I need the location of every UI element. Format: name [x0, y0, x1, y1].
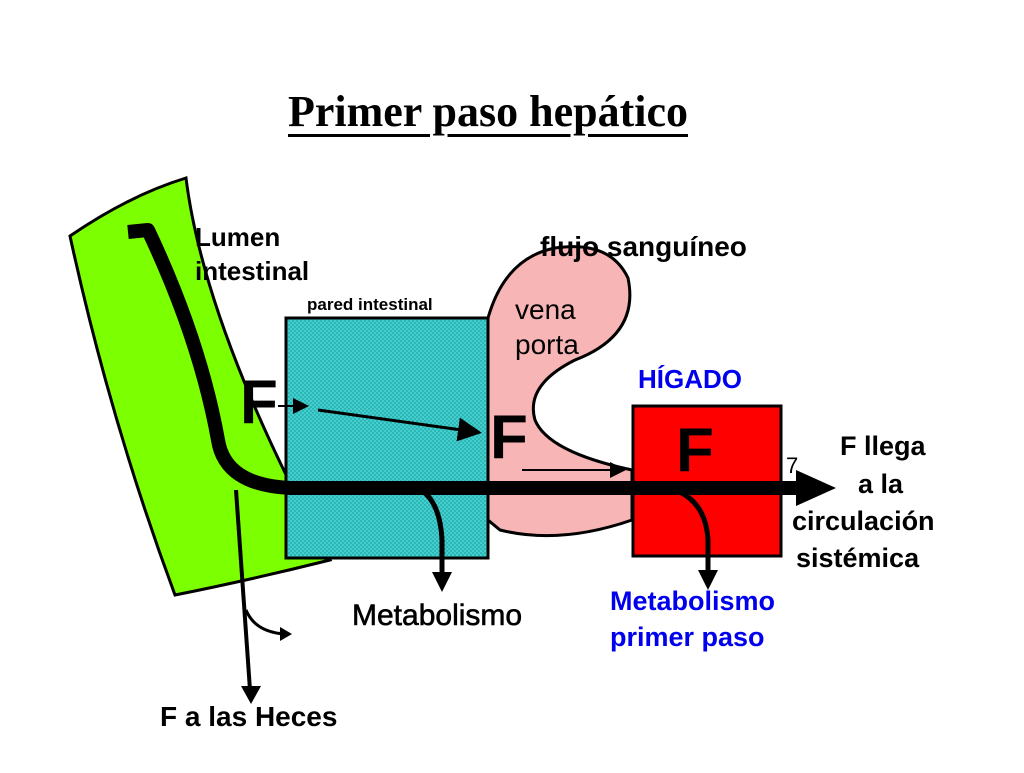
llega-line4: sistémica — [796, 543, 920, 573]
lumen-label-line2: intestinal — [195, 256, 310, 286]
metabolismo-pp-arrowhead — [698, 570, 718, 590]
llega-line2: a la — [858, 469, 904, 499]
heces-label: F a las Heces — [160, 701, 338, 732]
heces-branch — [234, 489, 252, 691]
llega-line3: circulación — [792, 506, 935, 536]
metabolismo-pp-branch — [678, 489, 711, 572]
drug-f-higado: F — [676, 416, 714, 485]
heces-side-branch — [244, 609, 286, 636]
page-title: Primer paso hepático — [287, 87, 689, 136]
drug-f-vena: F — [490, 403, 528, 472]
systemic-arrowhead — [796, 470, 836, 506]
vena-label-line2: porta — [515, 329, 579, 360]
higado-label: HÍGADO — [638, 364, 742, 394]
llega-line1: F llega — [840, 431, 926, 461]
flujo-label: flujo sanguíneo — [540, 231, 747, 262]
metabolismo-label: Metabolismo — [352, 599, 523, 632]
drug-f-lumen: F — [240, 368, 278, 437]
pared-intestinal-shape — [284, 316, 490, 560]
metabolismo-branch — [416, 485, 445, 575]
heces-side-arrowhead — [280, 627, 292, 641]
vena-porta-shape — [486, 245, 634, 538]
heces-arrowhead — [241, 686, 261, 704]
metabolismo-arrowhead — [432, 572, 452, 592]
seven-mark: 7 — [786, 453, 799, 478]
vena-label-line1: vena — [515, 294, 576, 325]
metabolismo-pp-label-line1: Metabolismo — [610, 586, 776, 616]
lumen-label-line1: Lumen — [195, 222, 281, 252]
pared-to-vena-arrow — [317, 408, 482, 442]
metabolismo-pp-label-line2: primer paso — [610, 622, 765, 652]
pared-label: pared intestinal — [307, 295, 433, 314]
main-flow-path — [127, 223, 800, 495]
